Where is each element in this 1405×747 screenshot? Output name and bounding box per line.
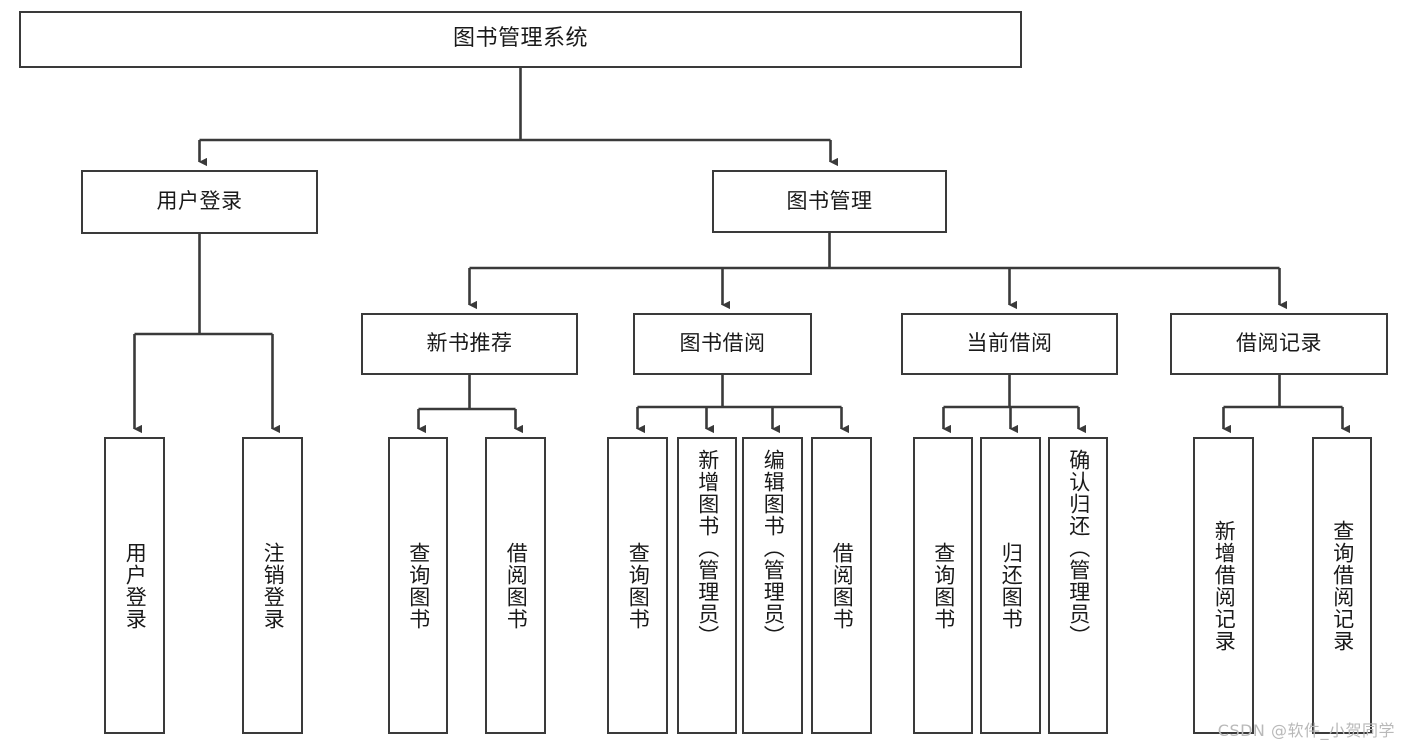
node-new-book-recommend[interactable]: 新书推荐 <box>361 313 578 375</box>
node-label: 新书推荐 <box>426 331 513 356</box>
node-borrow-record[interactable]: 借阅记录 <box>1170 313 1388 375</box>
node-root-book-management-system[interactable]: 图书管理系统 <box>19 11 1022 68</box>
node-book-borrow[interactable]: 图书借阅 <box>633 313 812 375</box>
node-leaf-edit-book-admin[interactable]: 编辑图书（管理员） <box>742 437 803 734</box>
node-label: 查询图书 <box>626 541 651 630</box>
node-leaf-query-book-current[interactable]: 查询图书 <box>913 437 973 734</box>
node-label: 当前借阅 <box>966 331 1053 356</box>
node-label: 用户登录 <box>156 189 243 214</box>
node-leaf-add-book-admin[interactable]: 新增图书（管理员） <box>677 437 737 734</box>
node-label: 图书借阅 <box>679 331 766 356</box>
node-label: 新增借阅记录 <box>1212 519 1237 652</box>
node-label: 查询借阅记录 <box>1330 519 1355 652</box>
node-book-management[interactable]: 图书管理 <box>712 170 947 233</box>
node-label: 查询图书 <box>931 541 956 630</box>
node-leaf-query-borrow-record[interactable]: 查询借阅记录 <box>1312 437 1372 734</box>
node-label: 借阅图书 <box>830 541 855 630</box>
node-label: 归还图书 <box>999 541 1024 630</box>
node-label: 借阅记录 <box>1236 331 1322 356</box>
node-leaf-user-login[interactable]: 用户登录 <box>104 437 165 734</box>
node-label: 新增图书（管理员） <box>695 449 720 647</box>
node-leaf-query-book-borrow[interactable]: 查询图书 <box>607 437 668 734</box>
node-label: 查询图书 <box>406 541 431 630</box>
watermark-text: CSDN @软件_小贺同学 <box>1217 721 1395 740</box>
node-leaf-borrow-book-recommend[interactable]: 借阅图书 <box>485 437 546 734</box>
node-label: 图书管理系统 <box>452 26 588 52</box>
node-label: 图书管理 <box>786 188 873 213</box>
node-leaf-return-book[interactable]: 归还图书 <box>980 437 1041 734</box>
node-user-login[interactable]: 用户登录 <box>81 170 318 234</box>
node-label: 用户登录 <box>123 541 148 630</box>
node-label: 确认归还（管理员） <box>1066 449 1091 647</box>
node-leaf-add-borrow-record[interactable]: 新增借阅记录 <box>1193 437 1254 734</box>
node-current-borrow[interactable]: 当前借阅 <box>901 313 1118 375</box>
node-label: 注销登录 <box>261 541 286 630</box>
node-label: 借阅图书 <box>504 541 529 630</box>
node-leaf-confirm-return-admin[interactable]: 确认归还（管理员） <box>1048 437 1108 734</box>
node-leaf-borrow-book[interactable]: 借阅图书 <box>811 437 872 734</box>
node-leaf-user-logout[interactable]: 注销登录 <box>242 437 303 734</box>
node-label: 编辑图书（管理员） <box>761 449 786 647</box>
node-leaf-query-book-recommend[interactable]: 查询图书 <box>388 437 448 734</box>
